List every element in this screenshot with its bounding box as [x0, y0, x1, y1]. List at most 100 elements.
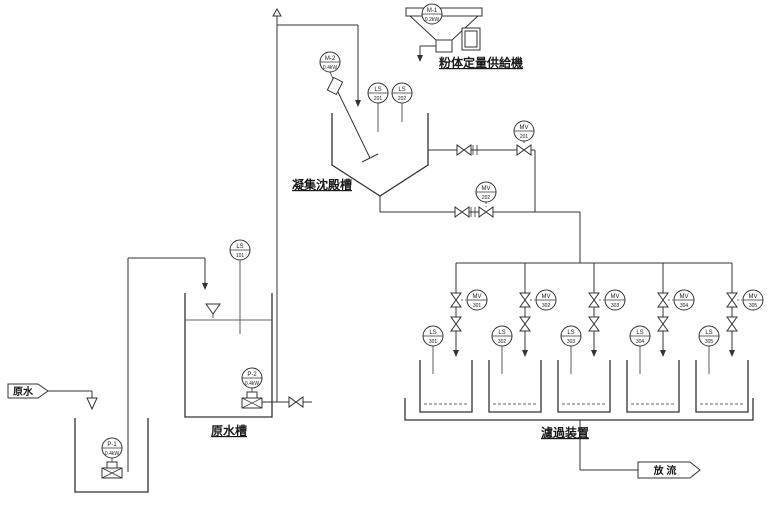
valve-icon: [454, 206, 470, 218]
instrument-tag-line2: 304: [680, 303, 689, 309]
instrument-ls-coag-2: LS 202: [391, 82, 413, 104]
valve-icon: [588, 316, 600, 332]
instrument-tag-line1: M-1: [427, 8, 438, 14]
instrument-tag-line1: MV: [520, 125, 529, 131]
coagulation-tank-title: 凝集沈殿槽: [292, 177, 352, 192]
valve-icon: [456, 144, 472, 156]
instrument-feeder-motor: M-1 0.2kW: [421, 3, 443, 25]
instrument-tag-line1: LS: [705, 330, 712, 336]
mixer-motor-symbol: [326, 76, 344, 96]
instrument-tag-line2: 304: [636, 339, 645, 345]
instrument-ls-filter-2: LS 302: [491, 325, 513, 347]
powder-feeder-flange: [405, 7, 483, 17]
discharge-label: 放 流: [653, 464, 677, 477]
instrument-tag-line2: 201: [520, 134, 529, 140]
powder-feeder-title: 粉体定量供給機: [439, 55, 523, 70]
raw-water-tank: [184, 293, 273, 418]
instrument-tag-line1: LS: [498, 330, 505, 336]
mixer-paddle: [361, 153, 379, 163]
discharge-tag: [637, 461, 701, 479]
instrument-ls-filter-4: LS 304: [629, 325, 651, 347]
instrument-mixer-motor: M-2 0.4kW: [319, 51, 341, 73]
instrument-tag-line1: P-2: [247, 372, 257, 378]
valve-icon: [726, 316, 738, 332]
motor-valve-icon: [726, 292, 738, 308]
instrument-mv-overflow: MV 201: [513, 120, 535, 142]
instrument-ls-filter-5: LS 305: [698, 325, 720, 347]
instrument-tag-line1: LS: [567, 330, 574, 336]
open-flow-arrow-icon: [86, 397, 98, 411]
instrument-tag-line2: 201: [374, 96, 383, 102]
filter-tank: [488, 360, 542, 413]
instrument-tag-line2: 101: [236, 253, 245, 259]
instrument-tag-line2: 0.2kW: [425, 17, 439, 23]
instrument-mv-drain: MV 202: [475, 181, 497, 203]
instrument-ls-filter-1: LS 301: [422, 325, 444, 347]
instrument-tag-line2: 303: [611, 303, 620, 309]
instrument-mv-filter-5: MV 305: [742, 289, 764, 311]
instrument-mv-filter-2: MV 302: [535, 289, 557, 311]
instrument-mv-filter-1: MV 301: [466, 289, 488, 311]
piping: [48, 16, 735, 472]
powder-feeder-neck: [435, 39, 453, 53]
instrument-tag-line1: M-2: [325, 56, 336, 62]
instrument-tag-line1: LS: [236, 244, 243, 250]
valve-icon: [288, 396, 304, 408]
pump-2-symbol: [241, 391, 263, 409]
pump-1-symbol: [101, 461, 123, 479]
motor-valve-icon: [478, 206, 494, 218]
instrument-tag-line2: 202: [482, 195, 491, 201]
valve-icon: [519, 316, 531, 332]
instrument-ls-coag-1: LS 201: [367, 82, 389, 104]
instrument-pump-2: P-2 0.4kW: [241, 367, 263, 389]
instrument-mv-filter-4: MV 304: [673, 289, 695, 311]
instrument-tag-line2: 0.4kW: [323, 65, 337, 71]
instrument-pump-1: P-1 0.4kW: [101, 437, 123, 459]
raw-water-tank-title: 原水槽: [211, 423, 247, 438]
receiving-pit-tank: [74, 418, 149, 493]
instrument-tag-line1: P-1: [107, 442, 117, 448]
motor-valve-icon: [588, 292, 600, 308]
instrument-lines: [111, 71, 742, 462]
air-vent-icon: [272, 7, 282, 17]
instrument-tag-line1: MV: [680, 294, 689, 300]
instrument-tag-line2: 0.4kW: [245, 381, 259, 387]
instrument-tag-line2: 301: [473, 303, 482, 309]
equipment: [74, 7, 754, 493]
valve-icon: [450, 316, 462, 332]
water-level-icon: [205, 303, 221, 315]
instrument-tag-line2: 302: [542, 303, 551, 309]
instrument-tag-line1: MV: [473, 294, 482, 300]
filter-unit-title: 濾過装置: [541, 425, 589, 440]
coagulation-tank: [331, 113, 429, 197]
valve-icon: [657, 316, 669, 332]
instrument-tag-line2: 305: [705, 339, 714, 345]
instrument-tag-line2: 0.4kW: [105, 451, 119, 457]
instrument-tag-line2: 303: [567, 339, 576, 345]
instrument-tag-line1: LS: [374, 87, 381, 93]
instrument-tag-line1: LS: [398, 87, 405, 93]
instrument-tag-line2: 302: [498, 339, 507, 345]
instrument-ls-raw-tank: LS 101: [229, 239, 251, 261]
raw-water-inlet-tag: [7, 383, 49, 399]
motor-valve-icon: [519, 292, 531, 308]
raw-water-inlet-label: 原水: [13, 385, 34, 398]
filter-tank: [557, 360, 611, 413]
valves: [288, 144, 738, 408]
collection-trough: [404, 398, 754, 421]
filter-tank: [419, 360, 473, 413]
instrument-tag-line2: 301: [429, 339, 438, 345]
instrument-tag-line1: MV: [749, 294, 758, 300]
instrument-tag-line1: LS: [636, 330, 643, 336]
instrument-tag-line1: MV: [611, 294, 620, 300]
instrument-tag-line1: MV: [482, 186, 491, 192]
filter-tank: [626, 360, 680, 413]
instrument-tag-line2: 305: [749, 303, 758, 309]
instrument-tag-line1: LS: [429, 330, 436, 336]
motor-valve-icon: [516, 144, 532, 156]
powder-feeder-box-inner: [464, 30, 478, 48]
filter-tank: [695, 360, 749, 413]
motor-valve-icon: [657, 292, 669, 308]
instrument-tag-line2: 202: [398, 96, 407, 102]
